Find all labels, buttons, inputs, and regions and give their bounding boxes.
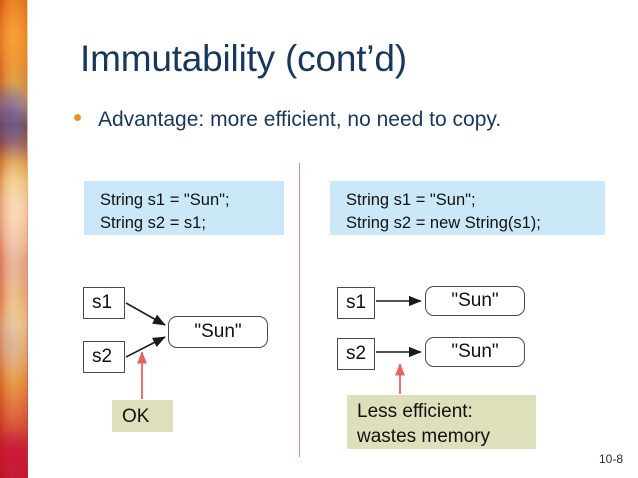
right-code-line-2: String s2 = new String(s1); [346, 214, 541, 232]
right-string-object-sun-1: "Sun" [425, 286, 525, 316]
edge-gradient-blobs [0, 0, 28, 478]
right-note-less-efficient: Less efficient: wastes memory [347, 395, 536, 449]
page-number: 10-8 [598, 452, 623, 466]
left-code-line-1: String s1 = "Sun"; [100, 191, 230, 209]
right-variable-box-s1: s1 [337, 287, 375, 319]
left-string-object-sun: "Sun" [168, 316, 268, 348]
left-variable-box-s2: s2 [83, 341, 125, 373]
left-variable-box-s1: s1 [83, 287, 125, 319]
left-code-snippet: String s1 = "Sun"; String s2 = s1; [84, 181, 284, 235]
right-variable-box-s2: s2 [337, 338, 375, 370]
page-title: Immutability (cont’d) [80, 38, 407, 79]
decorative-edge-strip [0, 0, 28, 478]
right-note-line-2: wastes memory [357, 426, 491, 447]
right-string-object-sun-2: "Sun" [425, 337, 525, 367]
left-arrow-s2-to-sun [125, 336, 166, 358]
bullet-text: Advantage: more efficient, no need to co… [98, 108, 502, 131]
left-note-line-1: OK [122, 406, 150, 427]
right-code-snippet: String s1 = "Sun"; String s2 = new Strin… [330, 181, 605, 235]
edge-hairline [27, 0, 28, 478]
right-code-line-1: String s1 = "Sun"; [346, 191, 476, 209]
left-arrow-s1-to-sun [125, 302, 166, 326]
panel-divider [299, 163, 300, 457]
right-note-line-1: Less efficient: [357, 401, 473, 422]
left-note-ok: OK [112, 400, 173, 432]
bullet-row: Advantage: more efficient, no need to co… [74, 108, 501, 132]
left-code-line-2: String s2 = s1; [100, 214, 206, 232]
bullet-dot-icon [74, 114, 81, 121]
